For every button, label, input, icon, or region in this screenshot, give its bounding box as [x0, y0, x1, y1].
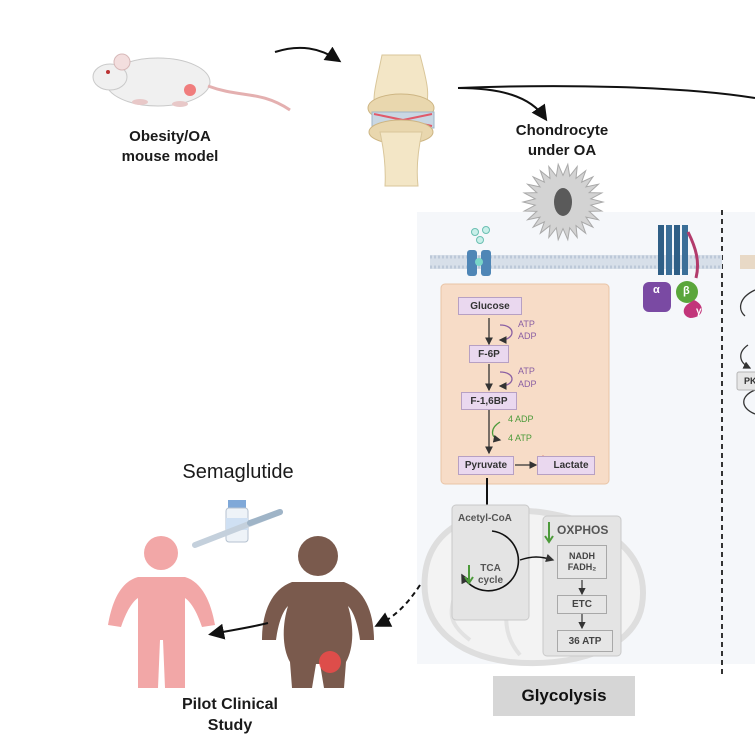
oxphos-down-arrow	[544, 522, 554, 544]
mouse-model-line2: mouse model	[121, 148, 219, 165]
obese-person-icon	[262, 536, 374, 688]
knee-pain-icon	[319, 651, 341, 673]
nadh-box: NADH FADH₂	[557, 545, 607, 579]
knee-joint-icon	[367, 54, 435, 187]
semaglutide-label: Semaglutide	[182, 461, 294, 483]
chondrocyte-line2: under OA	[527, 142, 597, 159]
f6p-box: F-6P	[469, 345, 509, 363]
tca-line2: cycle	[478, 575, 504, 586]
g-protein-icon	[643, 281, 702, 318]
pilot-study-line1: Pilot Clinical	[181, 696, 278, 713]
syringe-icon	[192, 509, 283, 548]
glycolysis-panel	[440, 283, 610, 485]
chondrocyte-label: Chondrocyte under OA	[492, 121, 632, 161]
tca-down-arrow	[464, 565, 474, 585]
atp-label-2: ATP	[518, 366, 535, 376]
arrow-knee-to-right	[457, 85, 755, 99]
tca-line1: TCA	[480, 563, 501, 574]
g-gamma-label: γ	[696, 306, 702, 317]
lactate-label: Lactate	[553, 460, 589, 471]
right-pathway-partial	[739, 289, 755, 415]
acetyl-coa-label: Acetyl-CoA	[458, 513, 512, 524]
glycolysis-section-label: Glycolysis	[493, 676, 635, 716]
chondrocyte-line1: Chondrocyte	[515, 122, 609, 139]
adp-label-4: 4 ADP	[508, 414, 534, 424]
oxphos-label: OXPHOS	[557, 523, 609, 537]
pk-label: PK	[744, 376, 755, 386]
healthy-person-icon	[108, 536, 215, 688]
tca-panel	[451, 504, 530, 621]
arrow-knee-to-chondrocyte	[457, 87, 548, 122]
glp1-receptor-icon	[658, 225, 700, 279]
pilot-study-label: Pilot Clinical Study	[160, 694, 300, 736]
atp-label-1: ATP	[518, 319, 535, 329]
tca-cycle-circle	[461, 530, 520, 592]
g-alpha-label: α	[653, 284, 660, 296]
arrow-patient-to-healthy	[208, 622, 269, 640]
fadh-label: FADH₂	[567, 562, 597, 572]
pyruvate-box: Pyruvate	[458, 456, 514, 475]
arrow-cell-to-patient	[374, 584, 421, 627]
adp-label-2: ADP	[518, 379, 537, 389]
etc-box: ETC	[557, 595, 607, 614]
pilot-study-line2: Study	[207, 717, 253, 734]
mouse-model-label: Obesity/OA mouse model	[100, 127, 240, 167]
atp36-box: 36 ATP	[557, 630, 613, 652]
g-beta-label: β	[683, 285, 690, 297]
f16bp-box: F-1,6BP	[461, 392, 517, 410]
glucose-box: Glucose	[458, 297, 522, 315]
pk-box	[736, 371, 755, 391]
nadh-label: NADH	[569, 551, 595, 561]
tca-label: TCA cycle	[478, 563, 503, 587]
tca-to-oxphos-arrow	[519, 553, 555, 562]
mouse-model-line1: Obesity/OA	[129, 128, 211, 145]
chondrocyte-icon	[521, 162, 605, 242]
mouse-icon	[92, 53, 291, 112]
cell-membrane	[430, 255, 755, 269]
glycolysis-arrows	[485, 318, 538, 469]
adp-label-1: ADP	[518, 331, 537, 341]
arrow-mouse-to-knee	[274, 46, 342, 63]
semaglutide-vial-icon	[225, 500, 249, 543]
atp-label-4: 4 ATP	[508, 433, 532, 443]
lactate-box: Lactate	[537, 456, 595, 475]
